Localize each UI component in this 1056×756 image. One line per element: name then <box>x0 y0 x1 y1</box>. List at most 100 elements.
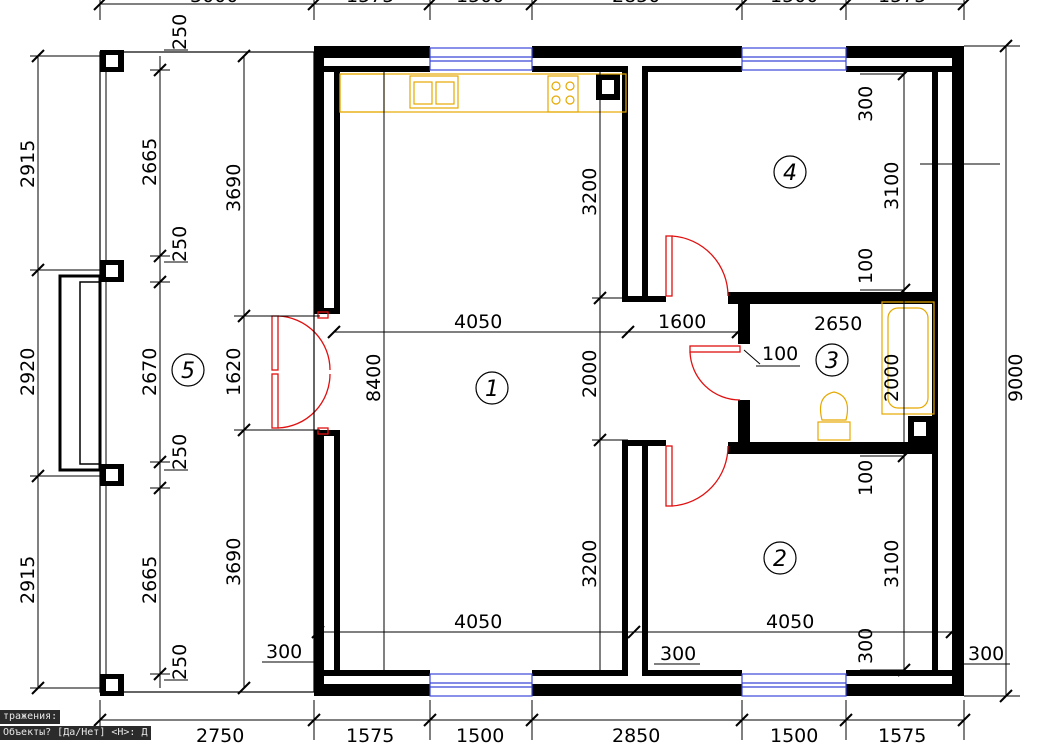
room1-lower-dim: 3200 <box>579 540 601 588</box>
wall-left-cap-top <box>314 308 340 314</box>
left-outer-dim-3: 2915 <box>17 556 39 604</box>
wall-top-inner-2 <box>532 66 622 72</box>
room-number-2: 2 <box>773 547 787 572</box>
window-top-2 <box>741 47 847 71</box>
room4-bottom-gap-dim: 100 <box>855 248 877 284</box>
wall-bottom-inner-1 <box>314 670 430 676</box>
left-inner-dim-1: 2665 <box>139 138 161 186</box>
bottom-dim-3: 1500 <box>456 725 504 747</box>
bathtub-icon <box>881 301 935 415</box>
porch-dim-1: 3690 <box>223 164 245 212</box>
top-dim-2: 1575 <box>346 0 394 7</box>
wall-thickness-right: 300 <box>968 643 1004 665</box>
wall-top-3 <box>846 46 964 58</box>
wall-top-inner-3 <box>645 66 742 72</box>
wall-bottom-3 <box>846 684 964 696</box>
bath-wall-top <box>728 292 938 304</box>
door-entrance-lower-swing <box>277 373 331 429</box>
door-bath-swing <box>689 351 741 401</box>
column-bath-inner <box>914 422 926 436</box>
left-outer-dim-1: 2915 <box>17 140 39 188</box>
command-line-2[interactable]: Объекты? [Да/Нет] <Н>: Д <box>0 726 151 740</box>
room-number-3: 3 <box>825 349 839 374</box>
top-dim-1: 3000 <box>190 0 238 7</box>
room4-top-gap-dim: 300 <box>855 86 877 122</box>
room2-height-dim: 3100 <box>881 540 903 588</box>
doors <box>271 235 741 507</box>
top-dim-4: 2850 <box>612 0 660 7</box>
room-number-5: 5 <box>181 359 195 384</box>
wall-top-inner-1 <box>314 66 430 72</box>
bath-height-dim: 2000 <box>881 354 903 402</box>
bath-wall-bottom <box>728 442 938 454</box>
room1-width-bottom-dim: 4050 <box>454 611 502 633</box>
wall-left-lower-in <box>334 430 340 676</box>
kitchen-counter <box>339 73 627 113</box>
bottom-dim-5: 1500 <box>770 725 818 747</box>
wall-bottom-2 <box>532 684 742 696</box>
small-dim-4: 250 <box>169 644 191 680</box>
wall-top-1 <box>314 46 430 58</box>
wall-left-upper <box>314 46 324 314</box>
room2-bottom-gap-dim: 300 <box>855 628 877 664</box>
window-top-1 <box>429 47 533 71</box>
bottom-dim-4: 2850 <box>612 725 660 747</box>
partition-upper-cap <box>622 296 666 302</box>
wall-right-in <box>932 66 938 676</box>
small-dim-3: 250 <box>169 434 191 470</box>
porch <box>58 51 315 693</box>
toilet-icon <box>819 391 849 421</box>
room-markers <box>171 155 849 575</box>
partition-lower-2 <box>642 442 648 676</box>
wall-top-2 <box>532 46 742 58</box>
left-inner-dim-2: 2670 <box>139 348 161 396</box>
room1-height-dim: 8400 <box>363 354 385 402</box>
partition-upper <box>622 66 628 302</box>
bottom-dim-6: 1575 <box>878 725 926 747</box>
dimension-ticks <box>31 0 1013 727</box>
bottom-dim-1: 2750 <box>196 725 244 747</box>
wall-left-lower <box>314 430 324 696</box>
wall-bottom-inner-2 <box>532 670 622 676</box>
wall-bottom-inner-4 <box>846 670 964 676</box>
windows <box>429 47 847 697</box>
walls <box>314 46 964 696</box>
wall-bottom-1 <box>314 684 430 696</box>
bath-width-dim: 2650 <box>814 313 862 335</box>
wall-thickness-mid: 300 <box>660 643 696 665</box>
fixtures <box>339 73 935 441</box>
porch-dim-2: 1620 <box>223 348 245 396</box>
door-room4-swing <box>671 235 729 297</box>
bottom-dim-2: 1575 <box>346 725 394 747</box>
left-outer-dim-2: 2920 <box>17 348 39 396</box>
room1-mid-dim: 2000 <box>579 350 601 398</box>
wall-top-inner-4 <box>846 66 964 72</box>
small-dim-1: 250 <box>169 14 191 50</box>
door-room2-swing <box>671 445 729 507</box>
bath-wall-left-up <box>738 292 750 344</box>
wall-right <box>952 46 964 696</box>
partition-lower-cap <box>622 440 666 446</box>
partition-lower <box>622 442 628 676</box>
top-dim-6: 1575 <box>878 0 926 7</box>
porch-dim-3: 3690 <box>223 538 245 586</box>
bath-wall-dim: 100 <box>762 343 798 365</box>
porch-posts <box>100 50 124 696</box>
window-bottom-1 <box>429 673 533 697</box>
bath-wall-left-dn <box>738 400 750 454</box>
room-number-4: 4 <box>783 161 797 186</box>
partition-upper-2 <box>642 66 648 302</box>
room2-top-gap-dim: 100 <box>855 460 877 496</box>
sink-icon <box>409 75 459 109</box>
room2-width-dim: 4050 <box>766 611 814 633</box>
stove-icon <box>547 75 579 113</box>
overall-height-dim: 9000 <box>1005 354 1027 402</box>
room1-upper-dim: 3200 <box>579 168 601 216</box>
door-entrance-upper-swing <box>277 315 331 371</box>
corridor-dim: 1600 <box>658 311 706 333</box>
window-bottom-2 <box>741 673 847 697</box>
wall-bottom-inner-3 <box>645 670 742 676</box>
wall-thickness-left: 300 <box>266 641 302 663</box>
top-dim-5: 1500 <box>770 0 818 7</box>
